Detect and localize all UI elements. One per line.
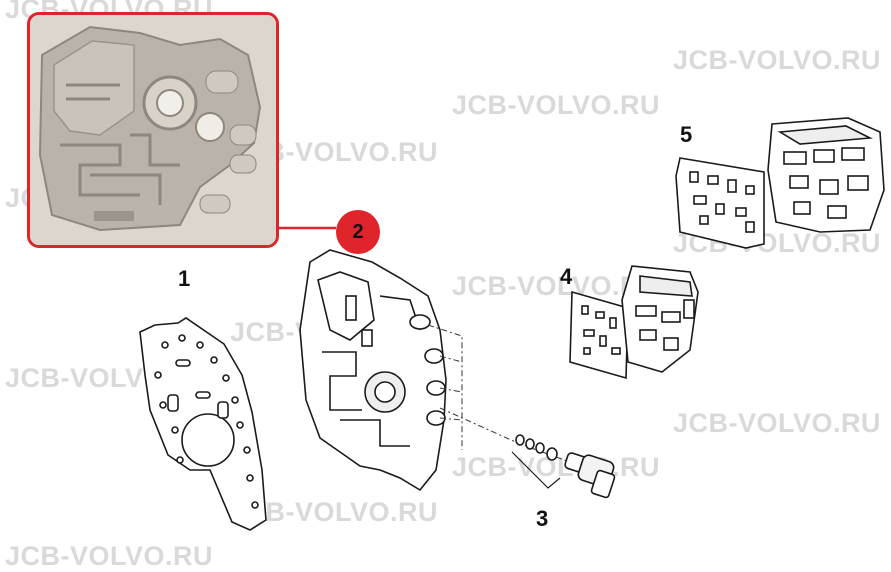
- callout-gasket[interactable]: 1: [178, 266, 191, 291]
- separator-plate-large: [675, 157, 765, 249]
- valve-body-small: [621, 265, 699, 373]
- callout-plate-large[interactable]: 5: [680, 122, 693, 147]
- solenoid-assembly: [511, 434, 616, 499]
- valve-cover-drawing: [299, 249, 447, 492]
- exploded-view-drawing: [139, 117, 885, 531]
- callout-solenoid[interactable]: 3: [536, 506, 549, 531]
- watermark: JCB-VOLVO.RU: [673, 45, 882, 75]
- watermark: JCB-VOLVO.RU: [452, 90, 661, 120]
- callout-badge-label: 2: [352, 220, 364, 243]
- valve-body-large: [767, 117, 885, 233]
- callout-plate-small[interactable]: 4: [560, 264, 573, 289]
- callout-badge-cover[interactable]: 2: [336, 210, 380, 254]
- part-photo-inset: [27, 12, 279, 248]
- gasket-outline: [139, 317, 267, 531]
- diagram-canvas: JCB-VOLVO.RU JCB-VOLVO.RU JCB-VOLVO.RU J…: [5, 0, 885, 571]
- valve-body-photo: [30, 15, 276, 245]
- watermark: JCB-VOLVO.RU: [673, 408, 882, 438]
- separator-plate-small: [569, 290, 629, 380]
- assembly-guide-lines: [427, 324, 571, 463]
